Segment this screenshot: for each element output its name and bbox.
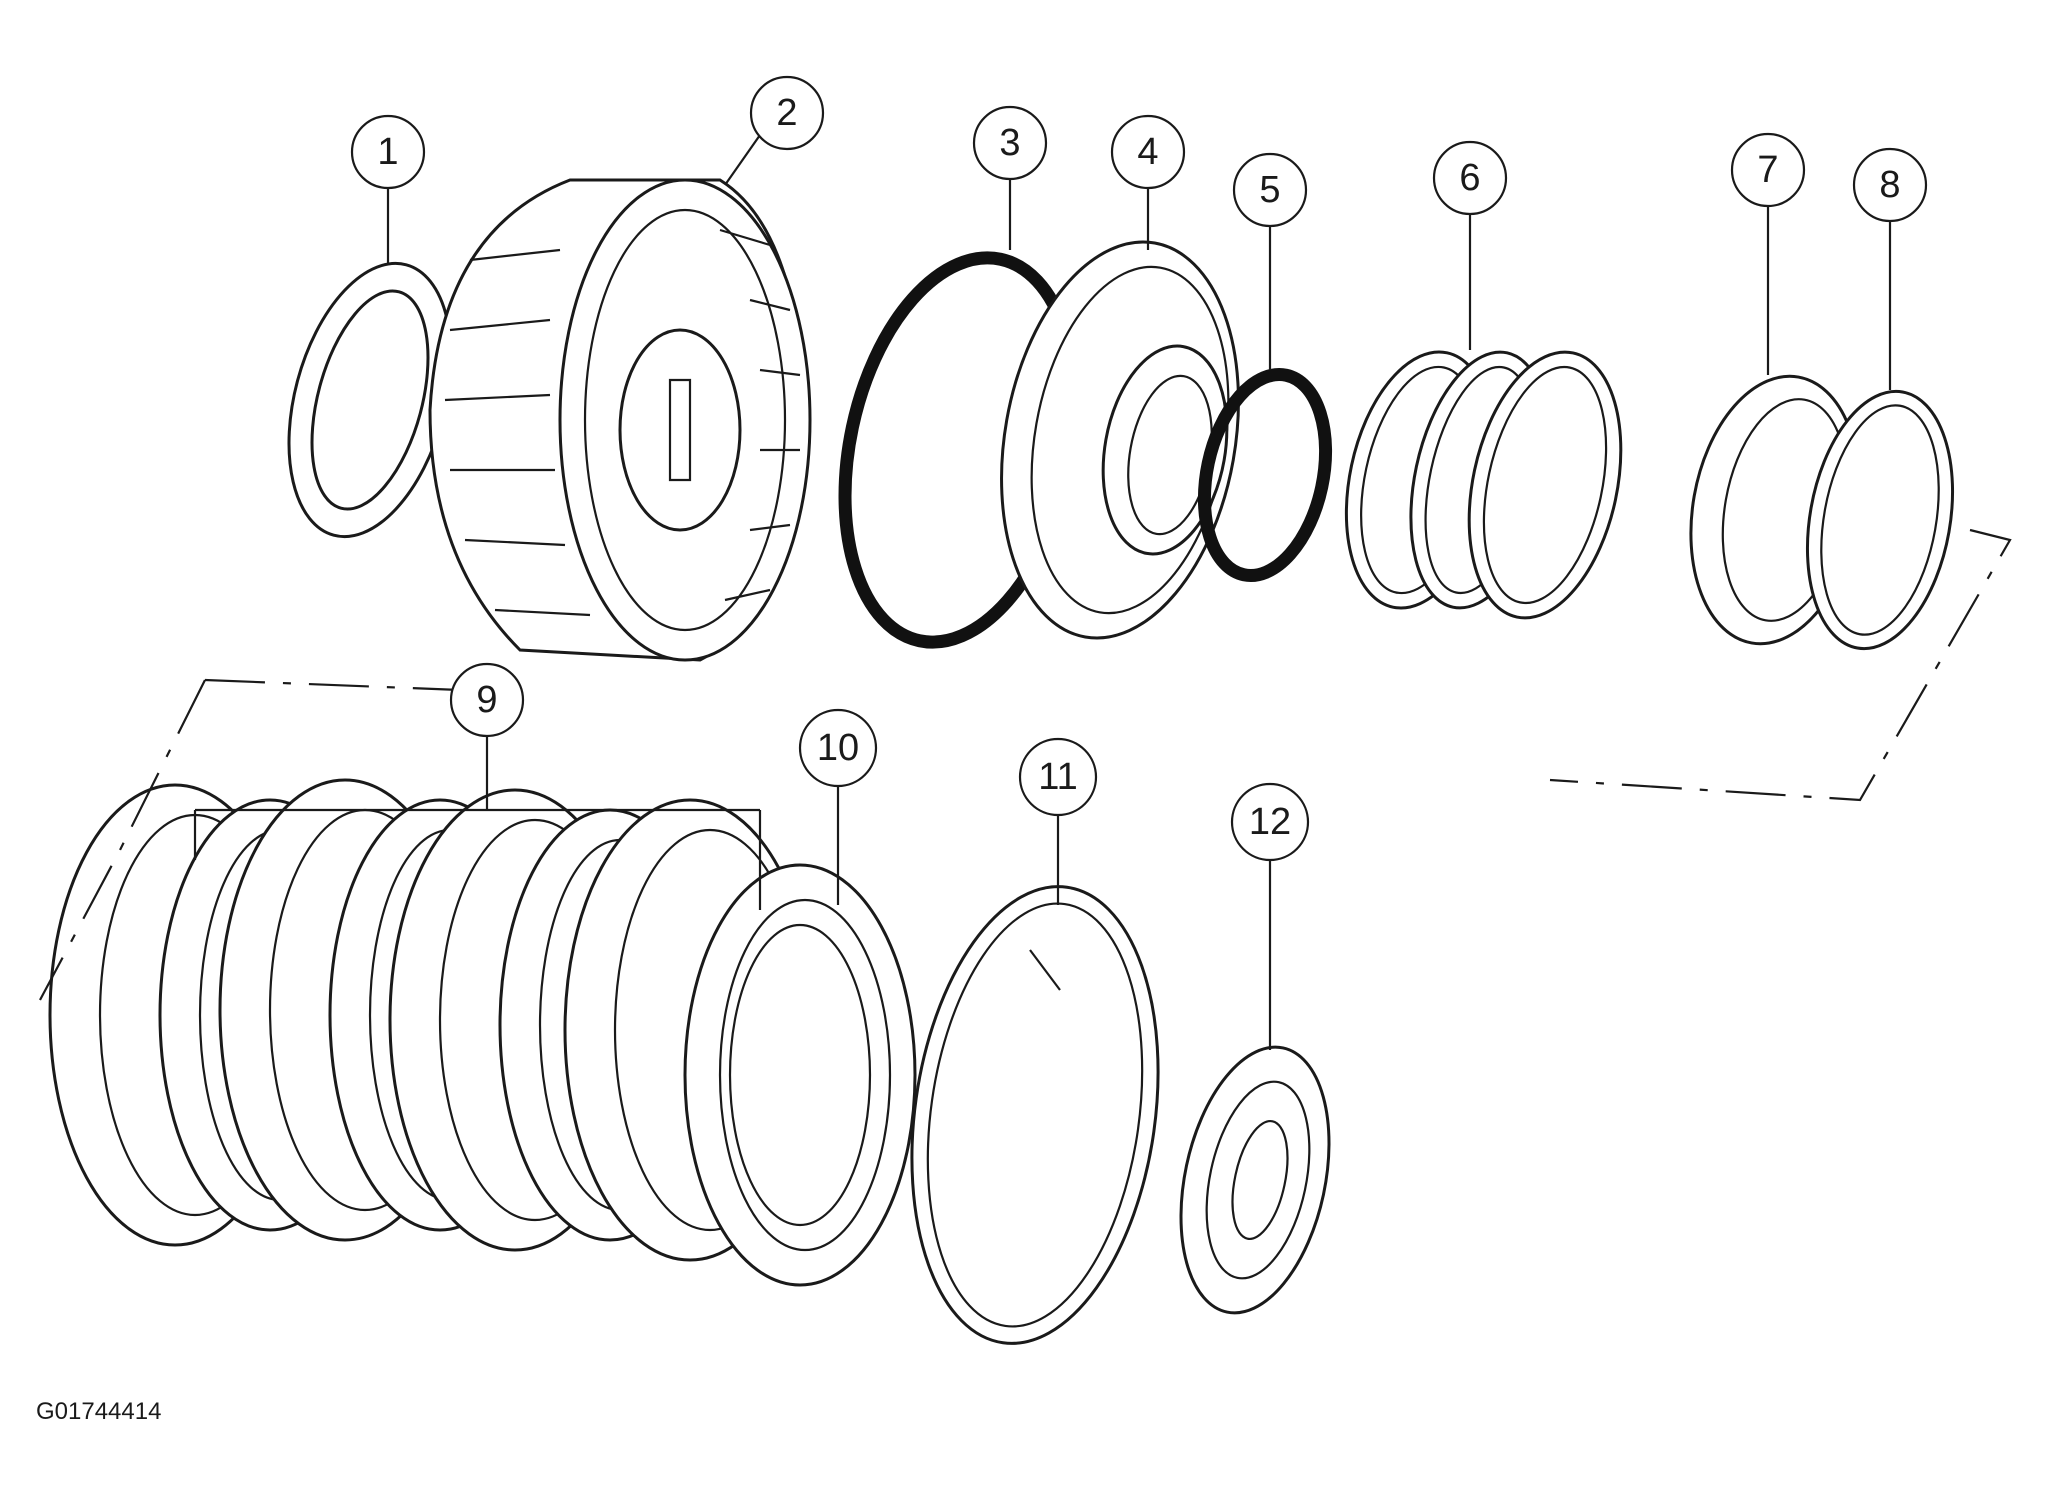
callout-9: 9 [449,662,525,738]
callout-4-label: 4 [1137,131,1158,173]
callout-6: 6 [1432,140,1508,216]
part-12-thrust-bearing [1179,1045,1331,1315]
callout-6-label: 6 [1459,157,1480,199]
callout-2-label: 2 [776,92,797,134]
callout-9-label: 9 [476,679,497,721]
part-10-pressure-plate [683,863,917,1287]
callout-10-label: 10 [817,727,859,769]
part-2-clutch-drum [428,178,812,662]
part-6-return-spring [1344,350,1623,620]
part-4-piston [1000,240,1240,640]
part-11-snap-ring [910,885,1160,1345]
callout-10: 10 [798,708,878,788]
callout-7: 7 [1730,132,1806,208]
part-5-inner-seal [1197,368,1333,582]
callout-2: 2 [749,75,825,151]
callout-1: 1 [350,114,426,190]
callout-8-label: 8 [1879,164,1900,206]
callout-4: 4 [1110,114,1186,190]
callout-11: 11 [1018,737,1098,817]
callout-12: 12 [1230,782,1310,862]
callout-1-label: 1 [377,131,398,173]
grouping-dashed-lines [39,528,2012,1001]
part-8-snap-ring [1805,389,1955,651]
callout-3: 3 [972,105,1048,181]
figure-id: G01744414 [36,1398,162,1425]
part-1-thrust-washer [287,261,453,539]
callout-3-label: 3 [999,122,1020,164]
callout-5: 5 [1232,152,1308,228]
callout-8: 8 [1852,147,1928,223]
leader-lines [193,134,1892,1050]
drum-slots [444,228,801,617]
callout-11-label: 11 [1038,756,1077,798]
callout-12-label: 12 [1249,801,1291,843]
callout-7-label: 7 [1757,149,1778,191]
callout-5-label: 5 [1259,169,1280,211]
